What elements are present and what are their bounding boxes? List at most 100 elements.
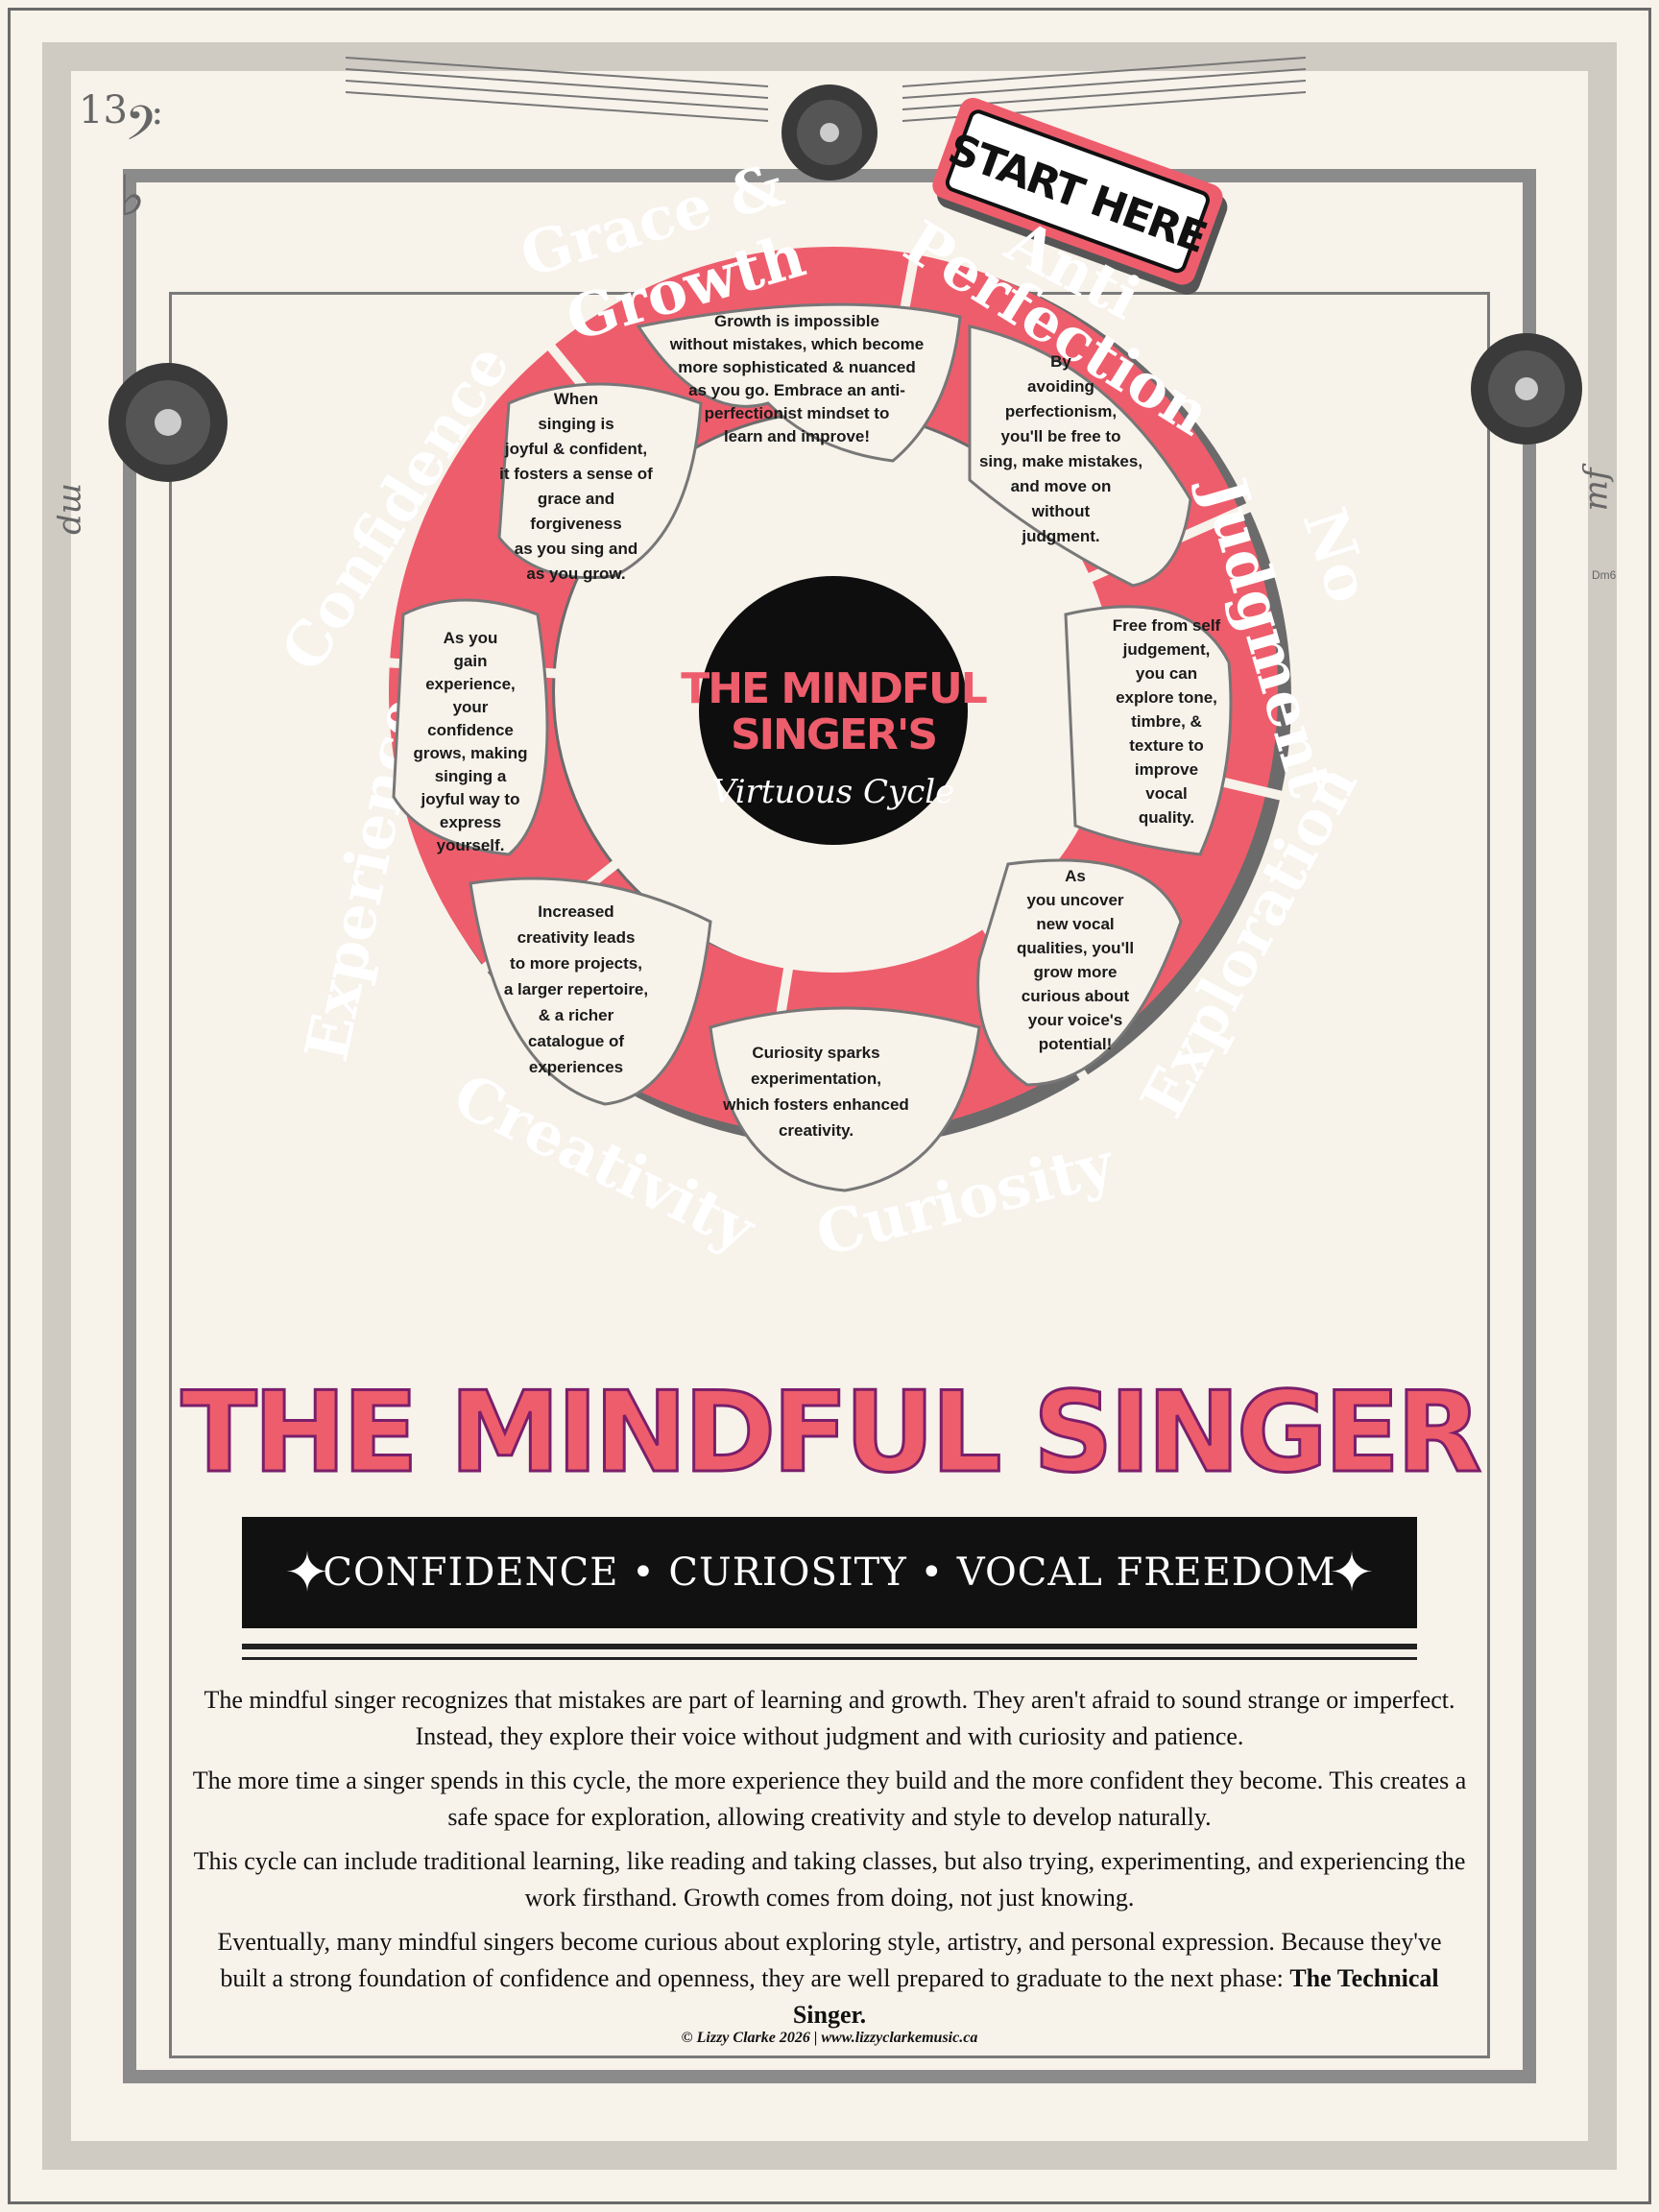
petal-line: judgement, <box>1122 640 1211 659</box>
petal-line: without mistakes, which become <box>669 335 925 353</box>
petal-line: sing, make mistakes, <box>979 452 1142 470</box>
petal-line: to more projects, <box>510 954 642 973</box>
petal-line: experiences <box>529 1058 623 1076</box>
petal-line: avoiding <box>1027 377 1094 396</box>
petal-line: confidence <box>427 721 514 739</box>
main-title: THE MINDFUL SINGER <box>180 1367 1483 1500</box>
center-subtitle: Virtuous Cycle <box>712 773 955 811</box>
center-title-line2: SINGER'S <box>731 710 936 759</box>
petal-line: catalogue of <box>528 1032 624 1050</box>
petal-line: potential! <box>1039 1035 1113 1053</box>
petal-line: timbre, & <box>1131 712 1202 731</box>
petal-line: Increased <box>538 902 613 921</box>
petal-line: perfectionism, <box>1005 402 1117 421</box>
petal-creativity-text: Increased creativity leads to more project… <box>504 902 648 1076</box>
paragraph-next-phase: Eventually, many mindful singers become … <box>192 1924 1467 2033</box>
petal-line: gain <box>454 652 488 670</box>
petal-line: forgiveness <box>530 515 621 533</box>
description-body: The mindful singer recognizes that mista… <box>192 1682 1467 2041</box>
petal-line: it fosters a sense of <box>499 465 653 483</box>
petal-growth-text: Growth is impossible without mistakes, wh… <box>669 312 925 445</box>
petal-line: and move on <box>1011 477 1112 495</box>
petal-line: you uncover <box>1026 891 1123 909</box>
petal-line: grows, making <box>413 744 527 762</box>
petal-no-judgment-text: Free from self judgement, you can explore t… <box>1113 616 1221 827</box>
petal-line: you'll be free to <box>1001 427 1121 445</box>
petal-line: express <box>440 813 501 831</box>
petal-line: qualities, you'll <box>1017 939 1134 957</box>
petal-line: Growth is impossible <box>714 312 879 330</box>
petal-line: singing is <box>538 415 613 433</box>
petal-line: vocal <box>1145 784 1187 803</box>
petal-line: improve <box>1135 760 1198 779</box>
chord-diagram-label: Dm6 <box>1592 568 1617 582</box>
petal-line: without <box>1031 502 1091 520</box>
next-phase-name: The Technical Singer. <box>792 1964 1439 2029</box>
flat-sign-icon: ♭ <box>119 163 146 228</box>
music-staff-icon <box>345 57 769 122</box>
petal-anti-perfection-text: By avoiding perfectionism, you'll be free t… <box>979 352 1142 545</box>
tagline-text: CONFIDENCE • CURIOSITY • VOCAL FREEDOM <box>323 1551 1336 1595</box>
start-here-tag: START HERE <box>932 97 1228 295</box>
center-disc <box>699 576 968 845</box>
petal-line: as you go. Embrace an anti- <box>688 381 905 399</box>
vinyl-record-icon <box>108 363 228 482</box>
vinyl-record-icon <box>781 84 878 180</box>
petal-line: grace and <box>538 490 614 508</box>
petal-line: When <box>554 390 598 408</box>
ornamental-frame <box>42 42 1617 2170</box>
petal-line: singing a <box>435 767 507 785</box>
petal-line: Curiosity sparks <box>752 1044 879 1062</box>
petal-line: new vocal <box>1036 915 1114 933</box>
petal-line: texture to <box>1129 736 1203 755</box>
copyright-footer: © Lizzy Clarke 2026 | www.lizzyclarkemus… <box>681 2030 978 2046</box>
petal-line: joyful way to <box>421 790 520 808</box>
segment-no-judgment-1: No <box>1289 499 1385 611</box>
divider-rule <box>242 1644 1417 1649</box>
petal-line: a larger repertoire, <box>504 980 648 998</box>
petal-line: creativity leads <box>517 928 636 947</box>
petal-line: As <box>1065 867 1086 885</box>
petal-experience-text: As you gain experience, your confidence grows… <box>413 629 527 854</box>
virtuous-cycle-diagram: START HERE Anti Perfection No Judgment E… <box>108 57 1582 1270</box>
petal-line: creativity. <box>779 1121 854 1140</box>
petal-line: you can <box>1136 664 1197 683</box>
bass-clef-icon: 𝄢 <box>125 96 162 163</box>
petal-exploration-text: As you uncover new vocal qualities, you'll g… <box>1017 867 1134 1053</box>
sparkle-icon: ✦ <box>284 1542 330 1602</box>
petal-shapes <box>392 302 1233 1192</box>
petal-line: explore tone, <box>1116 688 1217 707</box>
petal-line: experimentation, <box>751 1070 881 1088</box>
petal-line: curious about <box>1022 987 1130 1005</box>
outer-frame <box>8 8 1651 2204</box>
petal-line: quality. <box>1139 808 1194 827</box>
petal-line: yourself. <box>437 836 505 854</box>
paragraph-experience: The more time a singer spends in this cy… <box>192 1767 1467 1831</box>
petal-line: By <box>1050 352 1071 371</box>
paragraph-learning: This cycle can include traditional learn… <box>193 1847 1466 1911</box>
tagline-banner: ✦ CONFIDENCE • CURIOSITY • VOCAL FREEDOM… <box>242 1517 1417 1628</box>
petal-line: as you sing and <box>515 540 637 558</box>
next-phase-text: Eventually, many mindful singers become … <box>217 1928 1442 1992</box>
sparkle-icon: ✦ <box>1329 1542 1375 1602</box>
petal-line: more sophisticated & nuanced <box>678 358 916 376</box>
center-title-line1: THE MINDFUL <box>681 664 987 713</box>
petal-line: Free from self <box>1113 616 1221 635</box>
petal-line: perfectionist mindset to <box>705 404 890 422</box>
petal-line: your <box>453 698 489 716</box>
paragraph-mistakes: The mindful singer recognizes that mista… <box>204 1686 1455 1750</box>
petal-curiosity-text: Curiosity sparks experimentation, which fo… <box>722 1044 909 1140</box>
petal-line: judgment. <box>1021 527 1099 545</box>
petal-line: joyful & confident, <box>504 440 647 458</box>
time-signature-icon: 13 <box>79 88 128 132</box>
petal-confidence-text: When singing is joyful & confident, it fost… <box>499 390 653 583</box>
vinyl-record-icon <box>1471 333 1582 445</box>
petal-line: learn and improve! <box>724 427 870 445</box>
divider-rule <box>242 1657 1417 1660</box>
petal-line: grow more <box>1034 963 1118 981</box>
petal-line: experience, <box>425 675 516 693</box>
petal-line: As you <box>444 629 498 647</box>
petal-line: & a richer <box>539 1006 614 1024</box>
petal-line: which fosters enhanced <box>722 1095 909 1114</box>
petal-line: as you grow. <box>526 565 625 583</box>
